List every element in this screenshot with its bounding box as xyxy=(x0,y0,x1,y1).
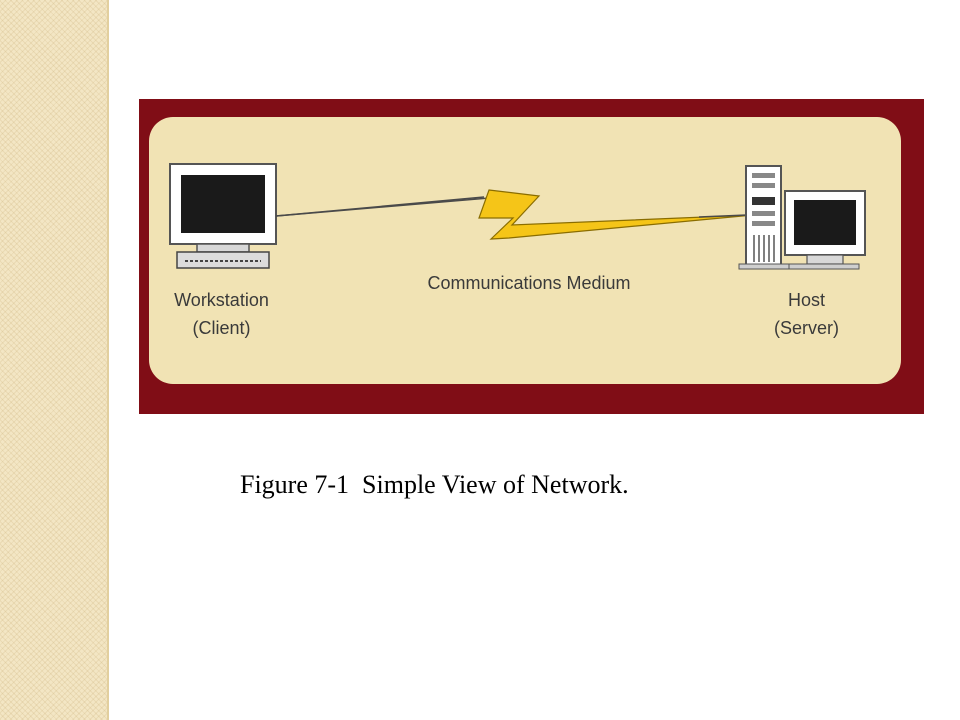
workstation-label-line2: (Client) xyxy=(192,318,251,338)
server-icon xyxy=(738,165,866,270)
workstation-label-line1: Workstation xyxy=(174,290,269,310)
decorative-side-band xyxy=(0,0,109,720)
host-label: Host (Server) xyxy=(754,286,859,342)
host-label-line1: Host xyxy=(787,290,825,310)
network-diagram-frame: Workstation (Client) Communications Medi… xyxy=(139,99,924,414)
network-diagram xyxy=(169,163,866,270)
workstation-icon xyxy=(169,163,277,269)
workstation-label: Workstation (Client) xyxy=(149,286,294,342)
host-label-line2: (Server) xyxy=(773,318,839,338)
figure-caption: Figure 7-1 Simple View of Network. xyxy=(240,470,629,499)
communications-link xyxy=(275,189,754,240)
communications-medium-label: Communications Medium xyxy=(427,273,631,293)
